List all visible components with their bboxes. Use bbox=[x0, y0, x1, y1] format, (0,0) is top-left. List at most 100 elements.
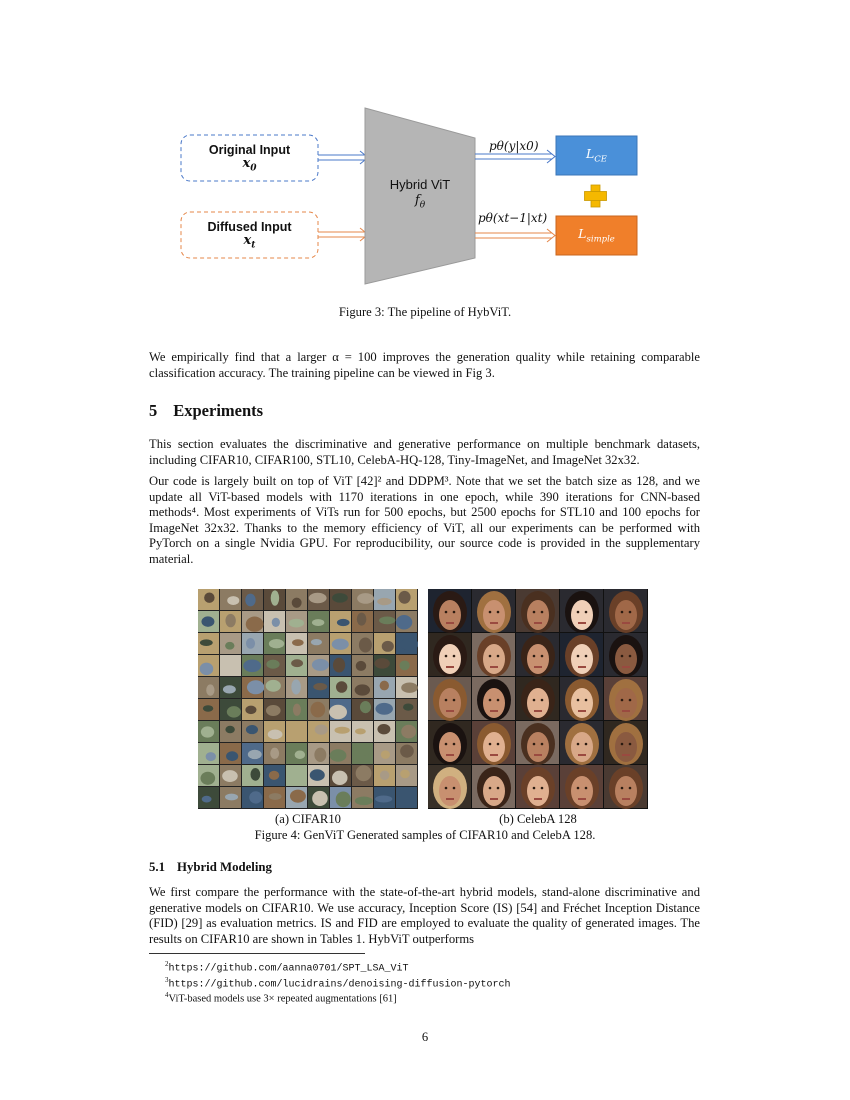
celeba-sample-face bbox=[571, 732, 593, 762]
page-number: 6 bbox=[421, 1030, 429, 1044]
celeba-sample-eye bbox=[496, 610, 500, 614]
celeba-sample-eye bbox=[540, 610, 544, 614]
cifar10-sample-object bbox=[311, 619, 325, 626]
cifar10-sample-object bbox=[268, 770, 280, 780]
cifar10-sample-object bbox=[357, 593, 374, 604]
paragraph-hybrid-modeling: We first compare the performance with th… bbox=[149, 885, 700, 946]
loss-ce-label: LCE bbox=[585, 146, 608, 165]
figure3-diagram bbox=[180, 107, 638, 285]
celeba-sample-face bbox=[571, 600, 593, 630]
cifar10-samples-grid bbox=[198, 589, 419, 809]
celeba-sample-mouth bbox=[534, 622, 542, 624]
celeba-sample-eye bbox=[628, 610, 632, 614]
celeba-sample-eye bbox=[620, 698, 624, 702]
celeba-sample-eye bbox=[444, 698, 448, 702]
celeba-sample-eye bbox=[452, 610, 456, 614]
hybrid-vit-label: Hybrid ViT fθ bbox=[389, 177, 451, 211]
celeba-sample-eye bbox=[620, 786, 624, 790]
celeba-sample-mouth bbox=[534, 754, 542, 756]
celeba-sample-eye bbox=[488, 698, 492, 702]
cifar10-sample-object bbox=[265, 705, 281, 716]
celeba-sample-mouth bbox=[490, 622, 498, 624]
celeba-sample-face bbox=[571, 644, 593, 674]
cifar10-sample-object bbox=[398, 590, 411, 604]
footnote-3-link[interactable]: https://github.com/lucidrains/denoising-… bbox=[168, 979, 511, 991]
celeba-sample-mouth bbox=[490, 798, 498, 800]
celeba-sample-eye bbox=[532, 610, 536, 614]
celeba-sample-mouth bbox=[490, 754, 498, 756]
paragraph-implementation: Our code is largely built on top of ViT … bbox=[149, 474, 700, 566]
cifar10-sample-object bbox=[243, 659, 262, 673]
celeba-samples-grid bbox=[428, 589, 648, 809]
cifar10-sample-object bbox=[291, 597, 302, 608]
celeba-sample-eye bbox=[576, 654, 580, 658]
celeba-sample-mouth bbox=[578, 754, 586, 756]
cifar10-sample-object bbox=[356, 612, 367, 626]
celeba-sample-mouth bbox=[490, 666, 498, 668]
cifar10-sample-object bbox=[245, 705, 257, 715]
cifar10-sample-object bbox=[354, 728, 366, 735]
celeba-sample-face bbox=[439, 600, 461, 630]
celeba-sample-face bbox=[527, 776, 549, 806]
cifar10-sample-object bbox=[335, 791, 351, 808]
footnote-2-link[interactable]: https://github.com/aanna0701/SPT_LSA_ViT bbox=[168, 963, 409, 975]
celeba-sample-eye bbox=[496, 786, 500, 790]
cifar10-sample-object bbox=[379, 770, 390, 781]
original-input-label: Original Input x0 bbox=[208, 143, 291, 174]
cifar10-sample-object bbox=[336, 618, 350, 627]
cifar10-sample-object bbox=[400, 744, 414, 758]
celeba-sample-face bbox=[483, 732, 505, 762]
celeba-sample-face bbox=[439, 776, 461, 806]
celeba-sample-mouth bbox=[446, 622, 454, 624]
celeba-sample-face bbox=[527, 600, 549, 630]
cifar10-sample-object bbox=[313, 682, 328, 691]
footnote-4: 4ViT-based models use 3× repeated augmen… bbox=[165, 991, 397, 1005]
cifar10-sample-object bbox=[206, 684, 215, 696]
celeba-sample-eye bbox=[444, 654, 448, 658]
cifar10-sample-object bbox=[245, 593, 256, 607]
celeba-sample-eye bbox=[452, 654, 456, 658]
cifar10-sample-object bbox=[270, 590, 280, 606]
celeba-sample-eye bbox=[496, 698, 500, 702]
celeba-samples-image bbox=[428, 589, 647, 809]
cifar10-sample-object bbox=[380, 750, 390, 759]
celeba-sample-eye bbox=[496, 742, 500, 746]
celeba-sample-eye bbox=[488, 786, 492, 790]
cifar10-sample-object bbox=[201, 616, 215, 627]
cifar10-sample-object bbox=[226, 751, 239, 762]
cifar10-sample-object bbox=[308, 592, 327, 604]
cifar10-sample-object bbox=[292, 703, 301, 716]
celeba-sample-eye bbox=[452, 698, 456, 702]
celeba-sample-eye bbox=[540, 698, 544, 702]
cifar10-sample-object bbox=[265, 679, 281, 692]
figure3-caption: Figure 3: The pipeline of HybViT. bbox=[338, 305, 512, 319]
loss-ce-box bbox=[555, 135, 638, 176]
top-output-label: pθ(y|x0) bbox=[489, 139, 539, 153]
cifar10-sample-object bbox=[271, 617, 280, 627]
cifar10-sample-object bbox=[250, 768, 261, 781]
celeba-sample-face bbox=[615, 688, 637, 718]
cifar10-sample-object bbox=[268, 639, 285, 649]
celeba-sample-face bbox=[483, 688, 505, 718]
cifar10-sample-object bbox=[331, 638, 349, 650]
paragraph-alpha: We empirically find that a larger α = 10… bbox=[149, 350, 700, 380]
bottom-output-label: pθ(xt−1|xt) bbox=[478, 211, 548, 225]
cifar10-sample-object bbox=[354, 684, 371, 696]
cifar10-sample-object bbox=[226, 658, 239, 674]
celeba-sample-mouth bbox=[534, 710, 542, 712]
celeba-sample-face bbox=[483, 776, 505, 806]
cifar10-sample-object bbox=[268, 793, 282, 800]
celeba-sample-eye bbox=[532, 698, 536, 702]
celeba-sample-face bbox=[527, 732, 549, 762]
diffused-input-label: Diffused Input xt bbox=[207, 220, 292, 251]
loss-simple-box bbox=[555, 215, 638, 256]
celeba-sample-eye bbox=[532, 742, 536, 746]
plus-icon bbox=[584, 184, 607, 208]
figure4-caption: Figure 4: GenViT Generated samples of CI… bbox=[254, 828, 596, 842]
footnote-rule bbox=[149, 953, 365, 954]
celeba-sample-face bbox=[571, 776, 593, 806]
cifar10-sample-object bbox=[352, 749, 371, 756]
cifar10-sample-object bbox=[332, 770, 348, 786]
celeba-sample-eye bbox=[496, 654, 500, 658]
celeba-sample-eye bbox=[540, 654, 544, 658]
